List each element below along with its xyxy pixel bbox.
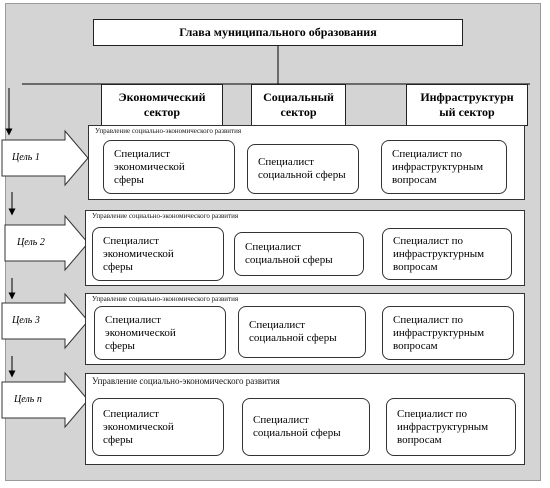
spec-line: социальной сферы: [245, 254, 333, 266]
municipal-head-label: Глава муниципального образования: [179, 25, 377, 39]
spec-line: Специалист: [103, 234, 159, 247]
department-title-1: Управление социально-экономического разв…: [95, 127, 242, 135]
spec-line: экономической: [105, 326, 176, 339]
spec-line: Специалист: [105, 313, 161, 326]
spec-line: сферы: [105, 339, 135, 352]
goal-arrow-2: [4, 214, 89, 272]
economic-sector-line-1: Экономический: [118, 90, 206, 104]
spec-line: вопросам: [393, 339, 438, 352]
spec-line: инфраструктурным: [393, 326, 485, 339]
economic-sector-box: Экономический сектор: [101, 84, 223, 126]
spec-line: инфраструктурным: [393, 247, 485, 260]
department-panel-1: Управление социально-экономического разв…: [88, 125, 525, 200]
municipal-head-box: Глава муниципального образования: [93, 19, 463, 46]
social-sector-line-2: сектор: [280, 105, 317, 119]
spec-line: инфраструктурным: [397, 420, 489, 433]
spec-line: сферы: [103, 260, 133, 273]
goal-label-1: Цель 1: [12, 152, 40, 163]
spec-line: социальной сферы: [253, 427, 341, 439]
department-title-4: Управление социально-экономического разв…: [92, 376, 280, 386]
spec-line: инфраструктурным: [392, 160, 484, 173]
goal-label-4: Цель n: [14, 394, 42, 405]
economic-sector-line-2: сектор: [143, 105, 181, 119]
economic-sector-label: Экономический сектор: [119, 90, 206, 120]
spec-line: Специалист: [258, 156, 314, 168]
department-panel-3: Управление социально-экономического разв…: [85, 293, 525, 365]
spec-line: Специалист по: [393, 234, 464, 247]
spec-line: экономической: [103, 420, 174, 433]
spec-line: социальной сферы: [258, 169, 346, 181]
spec-line: экономической: [114, 160, 185, 173]
infrastructure-sector-line-2: ый сектор: [439, 105, 495, 119]
spec-line: Специалист: [249, 319, 305, 331]
spec-line: сферы: [103, 433, 133, 446]
social-sector-label: Социальный сектор: [263, 90, 334, 120]
infrastructure-sector-box: Инфраструктурн ый сектор: [406, 84, 528, 126]
infrastructure-sector-label: Инфраструктурн ый сектор: [420, 90, 513, 120]
goal-arrow-3: [1, 292, 89, 350]
spec-line: Специалист по: [392, 147, 463, 160]
spec-line: Специалист: [114, 147, 170, 160]
spec-line: экономической: [103, 247, 174, 260]
goal-label-3: Цель 3: [12, 315, 40, 326]
department-title-3: Управление социально-экономического разв…: [92, 295, 239, 303]
infrastructure-sector-line-1: Инфраструктурн: [420, 90, 514, 104]
spec-line: Специалист: [245, 241, 301, 253]
goal-arrow-1: [1, 129, 89, 187]
spec-line: вопросам: [397, 433, 442, 446]
social-sector-box: Социальный сектор: [251, 84, 346, 126]
spec-line: Специалист: [103, 407, 159, 420]
department-panel-2: Управление социально-экономического разв…: [85, 210, 525, 286]
social-sector-line-1: Социальный: [263, 90, 334, 104]
spec-line: Специалист по: [397, 407, 468, 420]
spec-line: вопросам: [392, 173, 437, 186]
department-title-2: Управление социально-экономического разв…: [92, 212, 239, 220]
spec-line: сферы: [114, 173, 144, 186]
goal-label-2: Цель 2: [17, 237, 45, 248]
spec-line: социальной сферы: [249, 332, 337, 344]
spec-line: Специалист по: [393, 313, 464, 326]
goal-arrow-4: [1, 371, 89, 429]
spec-line: вопросам: [393, 260, 438, 273]
department-panel-4: Управление социально-экономического разв…: [85, 373, 525, 465]
spec-line: Специалист: [253, 414, 309, 426]
